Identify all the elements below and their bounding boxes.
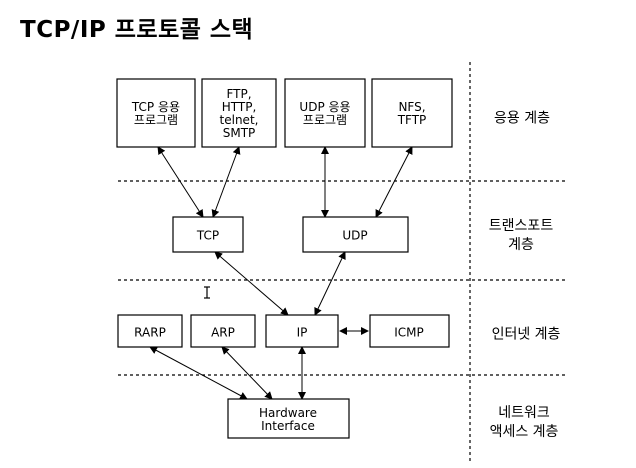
box-arp: ARP (190, 314, 256, 348)
box-udp: UDP (302, 216, 409, 253)
box-hardware-label-line: Interface (261, 419, 315, 433)
box-udp-app-label-line: 프로그램 (303, 113, 347, 127)
box-rarp-label: RARP (134, 326, 166, 340)
layer-label-internet-line: 인터넷 계층 (492, 327, 561, 343)
layer-label-network-access-line: 액세스 계층 (490, 424, 559, 440)
box-icmp-label: ICMP (394, 326, 424, 340)
box-ftp-label-line: HTTP, (222, 100, 257, 114)
layer-label-network-access-line: 네트워크 (498, 405, 550, 421)
arrow-rarp-hardware (149, 346, 248, 400)
box-nfs-label: NFS,TFTP (397, 100, 427, 127)
box-tcp-app-label-line: 프로그램 (134, 113, 178, 127)
box-ip: IP (265, 314, 339, 348)
box-tcp-app-label-line: TCP 응용 (131, 100, 180, 114)
page-title: TCP/IP 프로토콜 스택 (20, 17, 254, 43)
box-ftp-label: FTP,HTTP,telnet,SMTP (220, 87, 259, 140)
box-arp-label: ARP (211, 326, 235, 340)
box-ip-label: IP (297, 326, 308, 340)
box-udp-label: UDP (342, 229, 367, 243)
box-icmp-label-line: ICMP (394, 326, 424, 340)
box-rarp-label-line: RARP (134, 326, 166, 340)
box-nfs-label-line: NFS, (398, 100, 425, 114)
arrow-tcp-ip (214, 251, 289, 316)
layer-label-internet: 인터넷 계층 (492, 327, 561, 343)
arrow-udp-ip (314, 251, 346, 316)
layer-label-application-line: 응용 계층 (494, 111, 550, 127)
text-cursor-icon (204, 286, 210, 299)
box-ftp-label-line: FTP, (226, 87, 251, 101)
box-nfs-label-line: TFTP (397, 113, 427, 127)
box-udp-app-label-line: UDP 응용 (299, 100, 350, 114)
arrow-ftp-tcp (211, 146, 241, 218)
box-tcp-label-line: TCP (196, 229, 219, 243)
arrow-nfs-udp (375, 146, 413, 218)
box-hardware-label-line: Hardware (259, 406, 317, 420)
layer-label-transport-line: 트랜스포트 (489, 218, 554, 234)
box-arp-label-line: ARP (211, 326, 235, 340)
box-tcp-label: TCP (196, 229, 219, 243)
box-rarp: RARP (117, 314, 183, 348)
box-ip-label-line: IP (297, 326, 308, 340)
box-tcp: TCP (172, 216, 244, 253)
layer-label-transport-line: 계층 (508, 237, 534, 253)
box-ftp-label-line: telnet, (220, 113, 259, 127)
box-icmp: ICMP (369, 314, 450, 348)
box-ftp: FTP,HTTP,telnet,SMTP (201, 78, 277, 148)
arrow-arp-hardware (221, 346, 273, 400)
box-ftp-label-line: SMTP (223, 126, 256, 140)
arrow-tcp-app-tcp (157, 146, 204, 218)
box-udp-label-line: UDP (342, 229, 367, 243)
layer-label-application: 응용 계층 (494, 111, 550, 127)
box-nfs: NFS,TFTP (371, 78, 453, 148)
